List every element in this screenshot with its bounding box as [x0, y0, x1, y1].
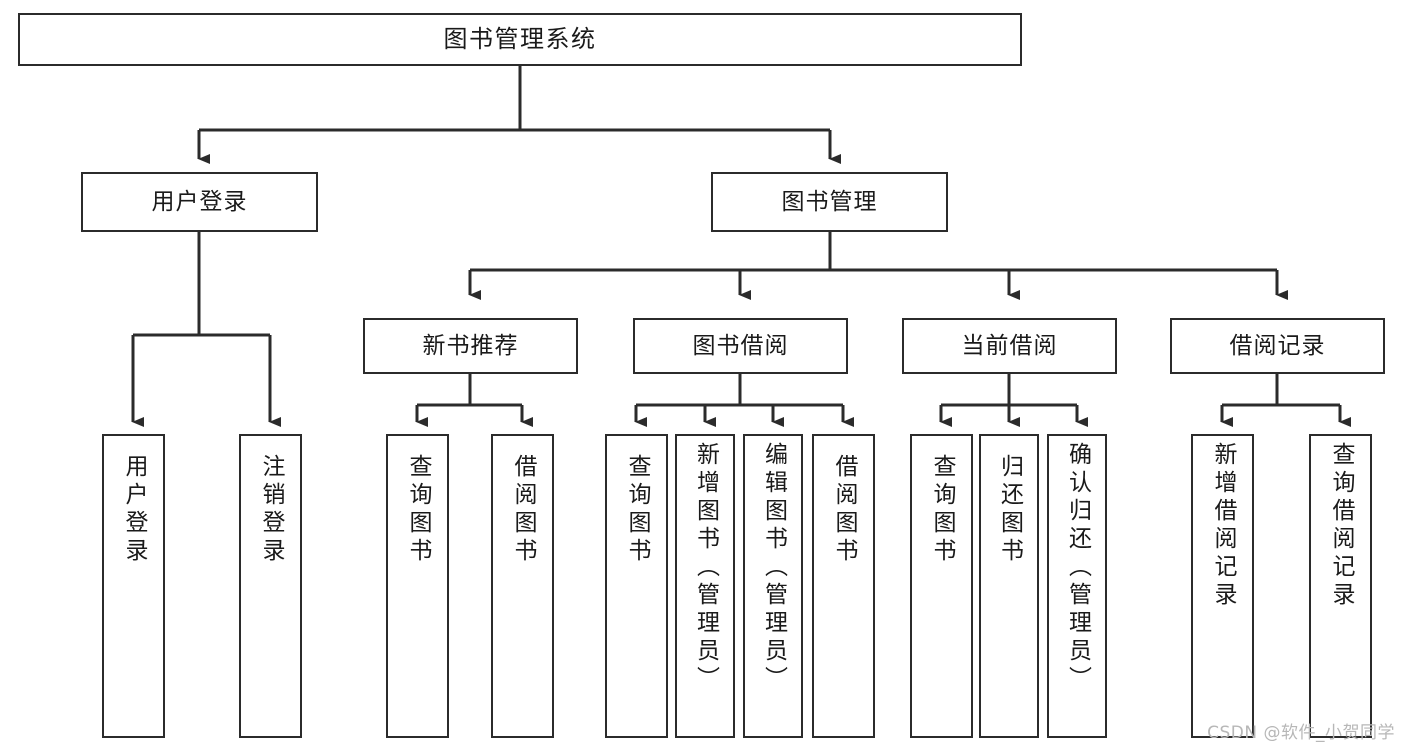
leaf-query-borrowing-record[interactable]: 查询借阅记录	[1309, 434, 1372, 738]
node-label: 新书推荐	[422, 332, 519, 359]
node-label: 编辑图书（管理员）	[760, 442, 787, 694]
leaf-add-book-admin[interactable]: 新增图书（管理员）	[675, 434, 735, 738]
node-label: 查询图书	[405, 454, 431, 566]
leaf-add-borrowing-record[interactable]: 新增借阅记录	[1191, 434, 1254, 738]
node-label: 用户登录	[121, 454, 147, 566]
leaf-logout[interactable]: 注销登录	[239, 434, 302, 738]
leaf-return-book[interactable]: 归还图书	[979, 434, 1039, 738]
leaf-query-book-new-books[interactable]: 查询图书	[386, 434, 449, 738]
node-label: 查询借阅记录	[1328, 442, 1354, 610]
leaf-query-book-current[interactable]: 查询图书	[910, 434, 973, 738]
node-root-book-management-system[interactable]: 图书管理系统	[18, 13, 1022, 66]
node-new-book-recommendation[interactable]: 新书推荐	[363, 318, 578, 374]
node-label: 确认归还（管理员）	[1064, 442, 1091, 694]
node-label: 归还图书	[996, 454, 1023, 566]
leaf-borrow-book-new-books[interactable]: 借阅图书	[491, 434, 554, 738]
node-label: 图书管理系统	[443, 24, 597, 53]
node-label: 注销登录	[258, 454, 284, 566]
leaf-user-login[interactable]: 用户登录	[102, 434, 165, 738]
node-label: 新增借阅记录	[1210, 442, 1236, 610]
leaf-edit-book-admin[interactable]: 编辑图书（管理员）	[743, 434, 803, 738]
node-label: 借阅图书	[510, 454, 536, 566]
node-label: 当前借阅	[961, 332, 1058, 359]
node-user-login[interactable]: 用户登录	[81, 172, 318, 232]
node-label: 新增图书（管理员）	[692, 442, 719, 694]
node-borrowing-record[interactable]: 借阅记录	[1170, 318, 1385, 374]
node-current-borrowing[interactable]: 当前借阅	[902, 318, 1117, 374]
node-label: 图书管理	[781, 188, 878, 215]
node-label: 借阅图书	[831, 454, 857, 566]
node-label: 借阅记录	[1229, 332, 1326, 359]
node-book-management[interactable]: 图书管理	[711, 172, 948, 232]
leaf-borrow-book-borrowing[interactable]: 借阅图书	[812, 434, 875, 738]
node-label: 用户登录	[151, 188, 248, 215]
watermark-csdn: CSDN @软件_小贺同学	[1207, 723, 1395, 743]
node-label: 查询图书	[929, 454, 955, 566]
leaf-query-book-borrowing[interactable]: 查询图书	[605, 434, 668, 738]
node-label: 查询图书	[624, 454, 650, 566]
node-book-borrowing[interactable]: 图书借阅	[633, 318, 848, 374]
leaf-confirm-return-admin[interactable]: 确认归还（管理员）	[1047, 434, 1107, 738]
node-label: 图书借阅	[692, 332, 789, 359]
